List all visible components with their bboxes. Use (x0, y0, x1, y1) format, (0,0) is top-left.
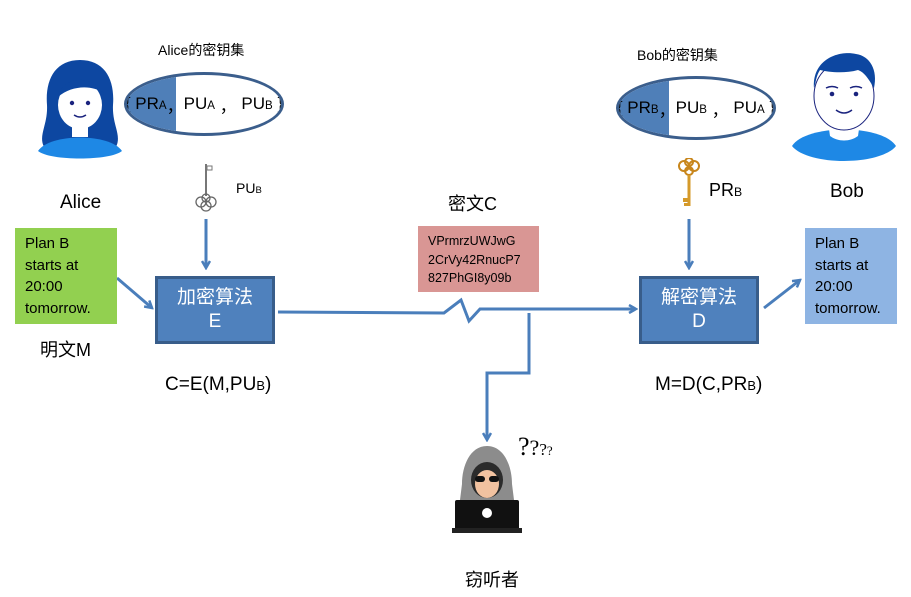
alice-keyset: { PRA ， PUA ， PUB } (124, 72, 284, 136)
bob-name: Bob (830, 181, 864, 202)
encrypt-formula: C=E(M,PUB) (165, 374, 272, 395)
decrypted-line: tomorrow. (815, 299, 881, 317)
plaintext-line: Plan B (25, 235, 70, 252)
ciphertext-line: 2CrVy42RnucP7 (428, 252, 521, 267)
bob-key-3: PUA (733, 98, 765, 117)
alice-key-1: PRA (135, 94, 167, 113)
question-marks: ???? (518, 432, 553, 462)
alice-avatar-icon (38, 60, 122, 159)
alice-keyset-title: Alice的密钥集 (158, 42, 245, 58)
encrypt-algorithm-box: 加密算法 E (155, 276, 275, 344)
decrypt-formula: M=D(C,PRB) (655, 374, 763, 395)
alice-avatar (30, 55, 130, 165)
bob-key-label: PRB (709, 180, 743, 200)
ciphertext-label: 密文C (448, 194, 497, 214)
alice-keyset-text: { PRA ， PUA ， PUB } (124, 94, 284, 116)
plaintext-message: Plan B starts at 20:00 tomorrow. (15, 228, 117, 324)
ciphertext-line: 827PhGI8y09b (428, 271, 512, 285)
alice-key-2: PUA (183, 94, 215, 113)
channel-line (277, 297, 636, 324)
encrypt-letter: E (208, 311, 222, 332)
ciphertext-box: VPrmrzUWJwG 2CrVy42RnucP7 827PhGI8y09b (418, 226, 539, 292)
bob-keyset-title: Bob的密钥集 (637, 47, 718, 63)
encrypt-title: 加密算法 (176, 287, 253, 308)
question-mark: ? (518, 432, 530, 461)
bob-key-2: PUB (675, 98, 707, 117)
decrypt-algorithm-box: 解密算法 D (639, 276, 759, 344)
bob-key-1: PRB (627, 98, 659, 117)
plaintext-label: 明文M (40, 340, 91, 360)
bob-keyset-text: { PRB ， PUB ， PUA } (616, 98, 776, 120)
decrypt-title: 解密算法 (660, 287, 737, 308)
decrypt-letter: D (692, 311, 706, 332)
eavesdropper-label: 窃听者 (465, 570, 519, 590)
silver-key-icon (192, 162, 220, 212)
alice-name: Alice (60, 192, 102, 213)
decrypted-message: Plan B starts at 20:00 tomorrow. (805, 228, 897, 324)
bob-avatar (788, 48, 900, 170)
decrypted-line: starts at (815, 256, 869, 274)
bob-avatar-icon (792, 53, 896, 161)
question-mark: ? (529, 435, 540, 460)
alice-key-label: PUB (236, 180, 262, 196)
plaintext-line: starts at (25, 256, 79, 274)
hacker-icon (452, 444, 522, 534)
decrypted-line: 20:00 (815, 278, 853, 295)
ciphertext-line: VPrmrzUWJwG (428, 234, 516, 248)
bob-keyset: { PRB ， PUB ， PUA } (616, 76, 776, 140)
eavesdrop-line (487, 313, 531, 440)
arrow-plaintext-to-encrypt (116, 276, 152, 308)
gold-key-icon (676, 157, 702, 210)
plaintext-line: 20:00 (25, 278, 63, 295)
decrypted-line: Plan B (815, 235, 860, 252)
arrow-decrypt-to-plaintext (763, 280, 800, 310)
question-mark: ? (539, 440, 547, 459)
plaintext-line: tomorrow. (25, 299, 91, 317)
alice-key-3: PUB (241, 94, 273, 113)
question-mark: ? (546, 443, 553, 458)
